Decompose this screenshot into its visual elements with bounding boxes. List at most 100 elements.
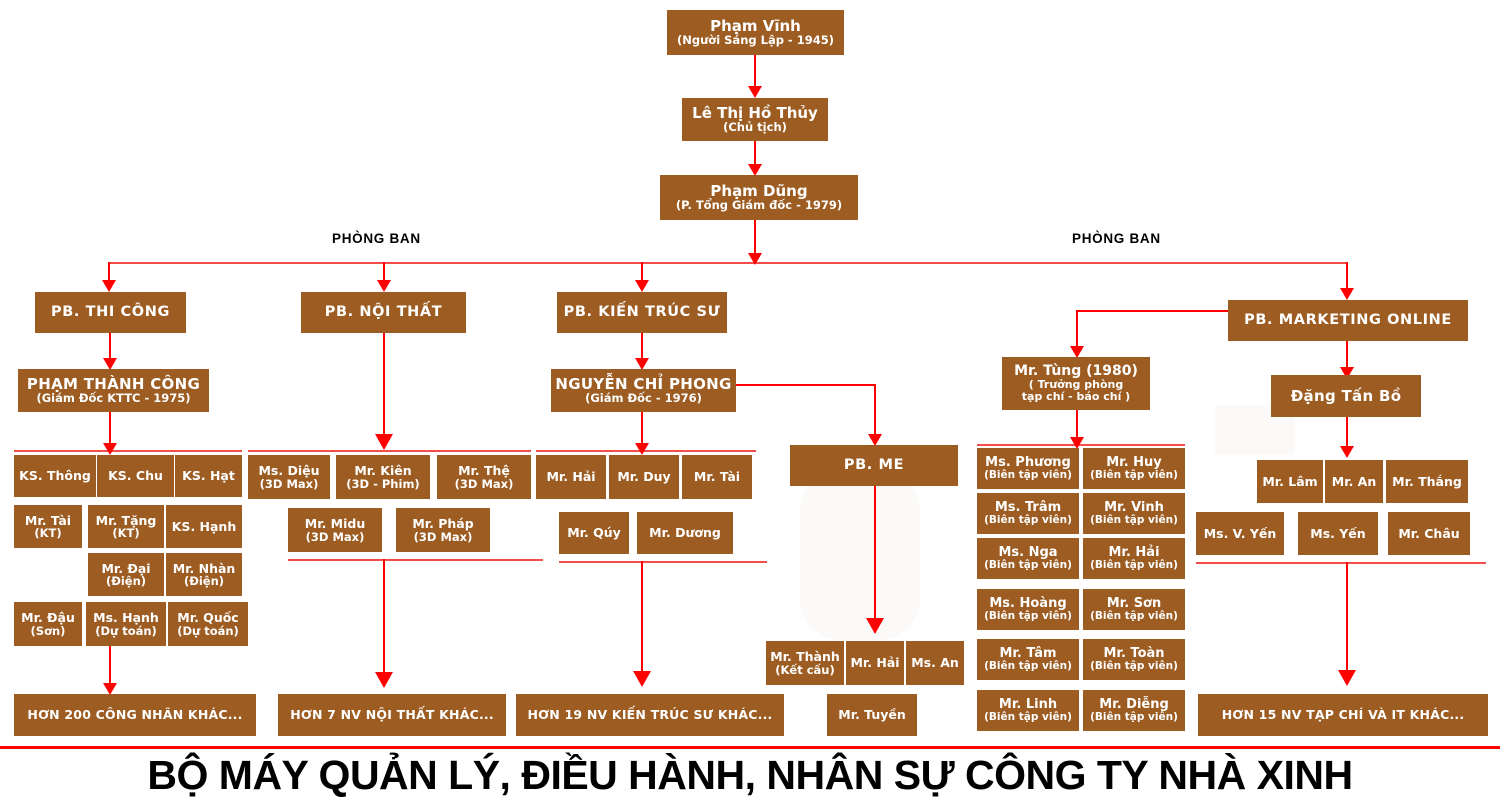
staff-box[interactable]: Mr. Nhàn (Điện) [166, 553, 242, 596]
editor-box[interactable]: Mr. Hải (Biên tập viên) [1083, 538, 1185, 579]
staff-box[interactable]: Ms. Diệu (3D Max) [248, 455, 330, 499]
editor-role: (Biên tập viên) [1090, 513, 1178, 526]
connector-mktmgr-to-staff [1346, 417, 1348, 452]
editor-box[interactable]: Mr. Toàn (Biên tập viên) [1083, 639, 1185, 680]
editor-box[interactable]: Mr. Linh (Biên tập viên) [977, 690, 1079, 731]
staff-box[interactable]: Mr. Hải [846, 641, 904, 685]
connector-marketing-to-tung-horizontal [1076, 310, 1228, 312]
exec-role: (Chủ tịch) [723, 120, 787, 135]
summary-box-noi-that[interactable]: HƠN 7 NV NỘI THẤT KHÁC... [278, 694, 506, 736]
department-box-noi-that[interactable]: PB. NỘI THẤT [301, 292, 466, 333]
editor-box[interactable]: Mr. Huy (Biên tập viên) [1083, 448, 1185, 489]
staff-box[interactable]: KS. Hạnh [166, 505, 242, 548]
editor-role: (Biên tập viên) [984, 468, 1072, 481]
connector-noithat-to-staff [383, 333, 385, 446]
manager-box-nguyen-chi-phong[interactable]: NGUYỄN CHỈ PHONG (Giám Đốc - 1976) [551, 369, 736, 412]
staff-name: Ms. Yến [1310, 525, 1366, 541]
manager-name: PHẠM THÀNH CÔNG [26, 375, 201, 394]
editor-box[interactable]: Ms. Nga (Biên tập viên) [977, 538, 1079, 579]
arrow-down [635, 443, 649, 455]
manager-role: (Giám Đốc - 1976) [585, 391, 702, 406]
staff-box[interactable]: Ms. V. Yến [1196, 512, 1284, 555]
staff-box[interactable]: KS. Chu [97, 455, 174, 497]
editor-box[interactable]: Mr. Vinh (Biên tập viên) [1083, 493, 1185, 534]
exec-name: Phạm Dũng [710, 182, 808, 201]
editor-name: Ms. Hoàng [989, 595, 1067, 611]
staff-name: KS. Chu [108, 468, 163, 484]
department-box-me[interactable]: PB. ME [790, 445, 958, 486]
department-box-kien-truc-su[interactable]: PB. KIẾN TRÚC SƯ [557, 292, 727, 333]
staff-box[interactable]: Mr. Lâm [1257, 460, 1323, 503]
staff-box[interactable]: Mr. Kiên (3D - Phim) [336, 455, 430, 499]
staff-role: (Điện) [183, 574, 225, 589]
staff-name: Mr. Đại [101, 560, 151, 576]
staff-box[interactable]: Mr. Duy [609, 455, 679, 499]
staff-box[interactable]: Mr. Pháp (3D Max) [396, 508, 490, 552]
editor-box[interactable]: Ms. Hoàng (Biên tập viên) [977, 589, 1079, 630]
staff-box[interactable]: Mr. Tài (KT) [14, 505, 82, 548]
staff-box[interactable]: Mr. Dương [637, 512, 733, 554]
summary-text: HƠN 200 CÔNG NHÂN KHÁC... [27, 707, 243, 723]
summary-text: HƠN 7 NV NỘI THẤT KHÁC... [290, 707, 494, 723]
connector-phong-to-me-horizontal [736, 384, 876, 386]
staff-box[interactable]: Mr. Hải [536, 455, 606, 499]
connector-phong-to-me-vertical [874, 384, 876, 438]
editor-box[interactable]: Ms. Phương (Biên tập viên) [977, 448, 1079, 489]
summary-box-cong-nhan[interactable]: HƠN 200 CÔNG NHÂN KHÁC... [14, 694, 256, 736]
staff-box[interactable]: Mr. Tuyền [827, 694, 917, 736]
staff-box[interactable]: Ms. An [906, 641, 964, 685]
summary-box-kien-truc-su[interactable]: HƠN 19 NV KIẾN TRÚC SƯ KHÁC... [516, 694, 784, 736]
staff-name: Ms. V. Yến [1203, 525, 1277, 541]
staff-box[interactable]: KS. Hạt [175, 455, 242, 497]
staff-box[interactable]: Mr. Quốc (Dự toán) [168, 602, 248, 646]
arrow-down [866, 618, 884, 634]
staff-box[interactable]: Ms. Yến [1298, 512, 1378, 555]
staff-role: (3D - Phim) [346, 476, 420, 491]
department-box-thi-cong[interactable]: PB. THI CÔNG [35, 292, 186, 333]
editor-box[interactable]: Ms. Trâm (Biên tập viên) [977, 493, 1079, 534]
exec-box-le-thi-ho-thuy[interactable]: Lê Thị Hồ Thủy (Chủ tịch) [682, 98, 828, 141]
editor-name: Ms. Phương [985, 454, 1071, 470]
staff-box[interactable]: Mr. Đại (Điện) [88, 553, 164, 596]
connector-mgr-to-staff [109, 412, 111, 450]
staff-box[interactable]: Mr. Qúy [559, 512, 629, 554]
staff-box[interactable]: Mr. Thành (Kết cấu) [766, 641, 844, 685]
connector-tung-to-editors [1076, 410, 1078, 440]
staff-role: (KT) [34, 526, 62, 541]
manager-name: Đặng Tấn Bồ [1290, 386, 1402, 405]
staff-box[interactable]: Mr. Đậu (Sơn) [14, 602, 82, 646]
staff-box[interactable]: Mr. Midu (3D Max) [288, 508, 382, 552]
staff-name: Mr. Nhàn [172, 560, 236, 576]
exec-box-pham-dung[interactable]: Phạm Dũng (P. Tổng Giám đốc - 1979) [660, 175, 858, 220]
staff-box[interactable]: Mr. Châu [1388, 512, 1470, 555]
staff-box[interactable]: Mr. Thắng [1386, 460, 1468, 503]
summary-text: HƠN 15 NV TẠP CHÍ VÀ IT KHÁC... [1221, 707, 1465, 723]
staff-box[interactable]: Mr. Thệ (3D Max) [437, 455, 531, 499]
manager-box-pham-thanh-cong[interactable]: PHẠM THÀNH CÔNG (Giám Đốc KTTC - 1975) [18, 369, 209, 412]
staff-name: Mr. Thành [770, 649, 840, 665]
editor-name: Mr. Hải [1108, 544, 1160, 560]
editor-box[interactable]: Mr. Sơn (Biên tập viên) [1083, 589, 1185, 630]
staff-name: Mr. Dương [649, 525, 721, 541]
manager-box-mr-tung[interactable]: Mr. Tùng (1980) ( Trưởng phòng tạp chí -… [1002, 357, 1150, 410]
staff-box[interactable]: Ms. Hạnh (Dự toán) [86, 602, 166, 646]
connector-me-to-staff [874, 486, 876, 631]
connector-bus-to-noithat [383, 262, 385, 284]
staff-box[interactable]: Mr. An [1325, 460, 1383, 503]
connector-thicong-to-summary [109, 646, 111, 690]
staff-box[interactable]: Mr. Tặng (KT) [88, 505, 164, 548]
editor-name: Mr. Toàn [1103, 645, 1165, 661]
summary-box-tap-chi-it[interactable]: HƠN 15 NV TẠP CHÍ VÀ IT KHÁC... [1198, 694, 1488, 736]
manager-box-dang-tan-bo[interactable]: Đặng Tấn Bồ [1271, 375, 1421, 417]
staff-role: (3D Max) [259, 476, 319, 491]
staff-name: Ms. Diệu [258, 463, 320, 479]
editor-box[interactable]: Mr. Diễng (Biên tập viên) [1083, 690, 1185, 731]
editor-box[interactable]: Mr. Tâm (Biên tập viên) [977, 639, 1079, 680]
department-box-marketing-online[interactable]: PB. MARKETING ONLINE [1228, 300, 1468, 341]
staff-box[interactable]: KS. Thông [14, 455, 96, 497]
exec-box-pham-vinh[interactable]: Phạm Vĩnh (Người Sáng Lập - 1945) [667, 10, 844, 55]
exec-name: Lê Thị Hồ Thủy [692, 104, 818, 123]
staff-box[interactable]: Mr. Tài [682, 455, 752, 499]
arrow-down [103, 443, 117, 455]
staff-name: Mr. Quốc [177, 610, 239, 626]
